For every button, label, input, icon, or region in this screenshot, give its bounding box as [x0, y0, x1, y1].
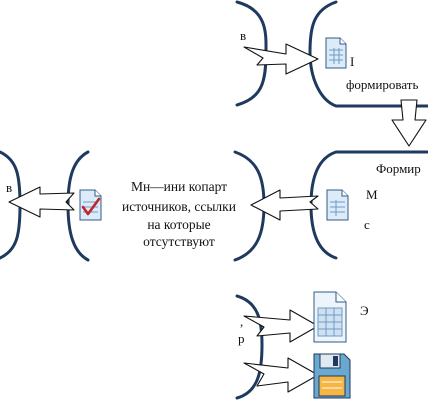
top-right-fragment-1: I [350, 54, 354, 69]
center-text-line-2: источников, ссылки [122, 199, 236, 214]
bottom-right-fragment: Э [360, 303, 369, 318]
bottom-left-fragment-2: р [238, 331, 245, 346]
center-text-line-4: отсутствуют [143, 234, 215, 249]
center-text-line-3: на которые [147, 217, 210, 232]
arrow-bottom-upper [243, 309, 319, 343]
mid-right-fragment-1: М [366, 187, 378, 202]
bottom-bracket [235, 294, 264, 400]
arrow-top-right [243, 43, 319, 75]
mid-right-fragment-top: Формир [376, 161, 421, 176]
center-text-line-1: Мн—ини копарт [131, 179, 227, 194]
floppy-disk-icon [313, 353, 351, 399]
arrow-mid-left [250, 189, 319, 221]
bottom-left-fragment-1: , [240, 314, 243, 329]
top-right-fragment-2: формировать [346, 77, 418, 92]
arrow-left-edge [8, 186, 75, 218]
table-document-icon [325, 37, 347, 69]
top-left-fragment: в [240, 28, 246, 43]
arrow-bottom-lower [243, 357, 319, 393]
top-right-bracket [308, 0, 428, 108]
mid-right-fragment-2: с [364, 217, 370, 232]
mid-left-fragment: в [6, 180, 12, 195]
table-document-icon [326, 189, 349, 221]
checked-table-document-icon [79, 189, 102, 221]
spreadsheet-document-icon [313, 291, 347, 343]
arrow-down [391, 99, 427, 147]
